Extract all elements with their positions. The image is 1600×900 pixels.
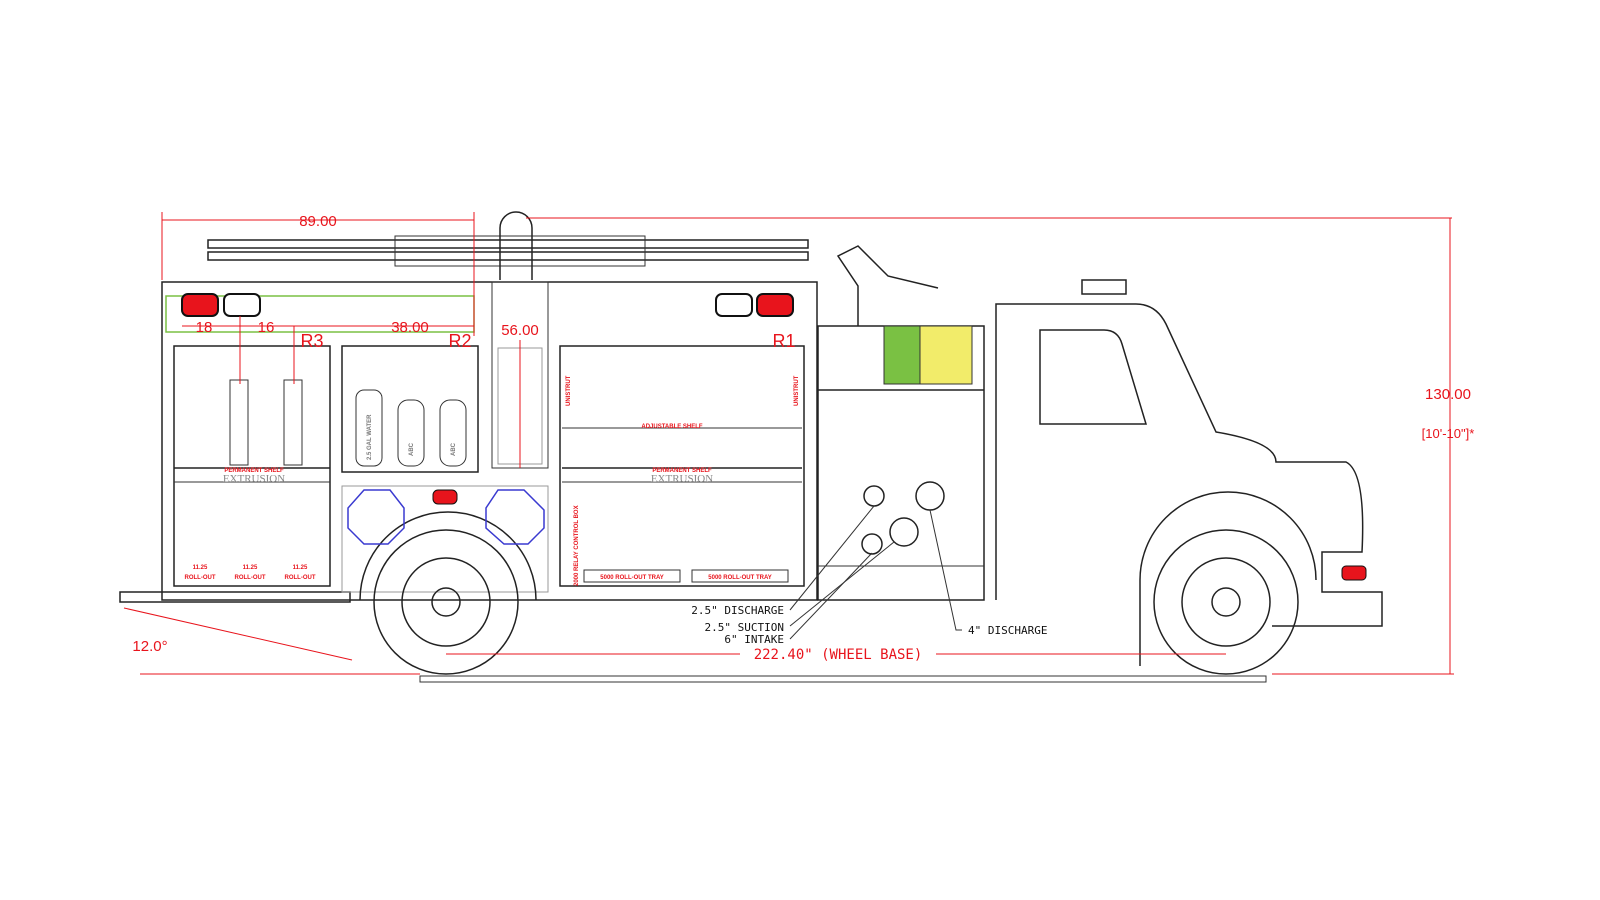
compartment-r3 bbox=[173, 345, 331, 587]
yellow-gauge-panel bbox=[919, 325, 973, 385]
relay-box-label: 2000 RELAY CONTROL BOX bbox=[574, 505, 580, 586]
ladder-rack bbox=[207, 211, 809, 280]
green-gauge-panel bbox=[883, 325, 921, 385]
dim-wheel-base: 222.40" (WHEEL BASE) bbox=[754, 647, 923, 663]
light-bar bbox=[1081, 279, 1127, 295]
compartment-label-r3: R3 bbox=[300, 331, 323, 351]
compartment-r2 bbox=[341, 345, 479, 473]
dim-departure-angle: 12.0° bbox=[132, 638, 167, 655]
extrusion-label: EXTRUSION bbox=[223, 473, 285, 485]
callout-2-5-suction: 2.5" SUCTION bbox=[705, 621, 784, 634]
callout-2-5-discharge: 2.5" DISCHARGE bbox=[691, 604, 784, 617]
compartment-label-r1: R1 bbox=[772, 331, 795, 351]
dim-light-spacing-1: 18 bbox=[196, 319, 213, 336]
extinguisher bbox=[439, 399, 467, 467]
dim-overall-height: 130.00 bbox=[1425, 386, 1471, 403]
marker-light bbox=[715, 293, 753, 317]
rollout-width: 11.25 bbox=[243, 565, 258, 571]
callout-leaders bbox=[789, 505, 962, 640]
dim-light-spacing-2: 16 bbox=[258, 319, 275, 336]
extinguisher-label: ABC bbox=[451, 442, 457, 456]
extrusion-label: EXTRUSION bbox=[651, 473, 713, 485]
extinguisher bbox=[397, 399, 425, 467]
unistrut-label: UNISTRUT bbox=[566, 375, 572, 406]
permanent-shelf-label: PERMANENT SHELF bbox=[224, 468, 284, 474]
dim-overall-height-ft: [10'-10"]* bbox=[1422, 426, 1475, 441]
callout-6-intake: 6" INTAKE bbox=[724, 633, 784, 646]
dimension-lines bbox=[123, 212, 1454, 675]
tail-light bbox=[181, 293, 219, 317]
pump-panel bbox=[817, 245, 985, 601]
cab bbox=[995, 279, 1383, 666]
rollout-tray-label: 5000 ROLL-OUT TRAY bbox=[600, 575, 663, 581]
front-wheel bbox=[1153, 529, 1299, 675]
roll-out-label: ROLL-OUT bbox=[285, 575, 316, 581]
apparatus-body bbox=[119, 281, 818, 603]
rollout-tray-label: 5000 ROLL-OUT TRAY bbox=[708, 575, 771, 581]
rollout-width: 11.25 bbox=[193, 565, 208, 571]
dim-rear-body-length: 89.00 bbox=[299, 213, 337, 230]
marker-light bbox=[223, 293, 261, 317]
cab-window bbox=[1039, 329, 1148, 425]
permanent-shelf-label: PERMANENT SHELF bbox=[652, 468, 712, 474]
dim-r2-width: 38.00 bbox=[391, 319, 429, 336]
tail-light bbox=[756, 293, 794, 317]
adjustable-shelf-label: ADJUSTABLE SHELF bbox=[641, 424, 703, 430]
roll-out-label: ROLL-OUT bbox=[235, 575, 266, 581]
extinguisher-label: 2.5 GAL WATER bbox=[367, 414, 373, 460]
roll-out-label: ROLL-OUT bbox=[185, 575, 216, 581]
rollout-width: 11.25 bbox=[293, 565, 308, 571]
compartment-r1 bbox=[559, 345, 805, 587]
ground-line bbox=[419, 675, 1267, 683]
dim-center-height: 56.00 bbox=[501, 322, 539, 339]
rear-wheel bbox=[373, 529, 519, 675]
deck-gun bbox=[836, 245, 939, 326]
callout-4-discharge: 4" DISCHARGE bbox=[968, 624, 1047, 637]
compartment-label-r2: R2 bbox=[448, 331, 471, 351]
extinguisher bbox=[355, 389, 383, 467]
unistrut-label: UNISTRUT bbox=[794, 375, 800, 406]
extinguisher-label: ABC bbox=[409, 442, 415, 456]
